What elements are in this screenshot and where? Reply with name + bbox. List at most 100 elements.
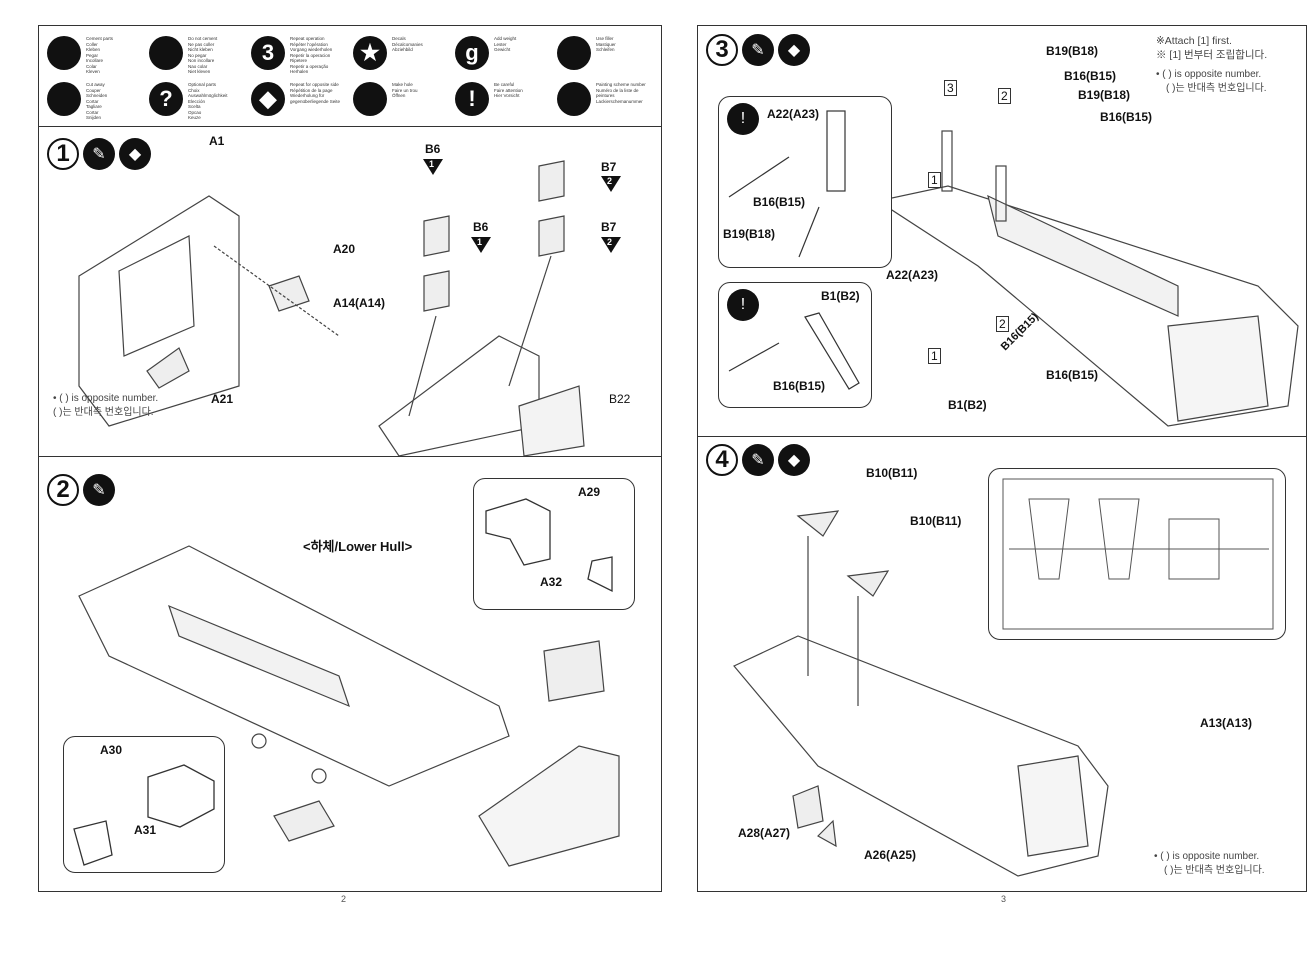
legend-line: Auswahlmöglichkeit [188, 93, 228, 98]
step-2-diagram [78, 545, 620, 867]
legend-line: Repeat for opposite side [290, 82, 339, 87]
legend-line: Öffnen [392, 93, 406, 98]
legend-line: Add weight [494, 36, 517, 41]
step-box: 1 [928, 348, 941, 364]
painting-scheme-icon [557, 82, 591, 116]
part-label: A22(A23) [886, 268, 939, 282]
legend-line: Mastiquer [596, 41, 616, 47]
part-label: A14(A14) [333, 296, 386, 310]
legend-line: Couper [86, 87, 101, 93]
legend-line: Cortar [86, 109, 99, 115]
legend-line: Kleben [86, 47, 101, 52]
legend-line: Schneiden [86, 93, 108, 98]
step-marker: 1 [423, 159, 443, 175]
part-label: A31 [134, 823, 157, 837]
part-label: A32 [540, 575, 563, 589]
be-careful-icon: ! [727, 289, 759, 321]
step-1-header: 1 ✎ ◆ [47, 138, 151, 170]
legend-line: Colar [86, 63, 97, 69]
step-3-header: 3 ✎ ◆ [706, 34, 810, 66]
part-label: B16(B15) [1100, 110, 1153, 124]
legend-line: Tagliare [86, 104, 102, 109]
legend-line: Pegar [86, 52, 99, 58]
part-label: B10(B11) [866, 466, 918, 480]
legend-line: Keuze [188, 115, 201, 120]
part-label: B1(B2) [948, 398, 987, 412]
section-title: <하체/Lower Hull> [303, 539, 413, 554]
legend-line: Lester [494, 41, 507, 47]
legend-line: Abziehbild [392, 47, 413, 52]
legend-line: Nao colar [188, 63, 208, 69]
part-label: B6 [425, 142, 441, 156]
legend-line: Repeat operation [290, 36, 325, 41]
part-label: B6 [473, 220, 489, 234]
legend-line: Do not cement [188, 36, 218, 41]
opposite-number-note: • ( ) is opposite number.( )는 반대측 번호입니다. [1156, 69, 1267, 94]
legend-line: Repetir la operacion [290, 52, 331, 58]
step-marker: 2 [601, 176, 621, 192]
page-number: 2 [341, 894, 347, 904]
step-number: 3 [706, 34, 738, 66]
legend-line: Scelta [188, 104, 201, 109]
legend-line: No pegar [188, 52, 207, 58]
step-box: 2 [998, 88, 1011, 104]
legend-line: Cortar [86, 98, 99, 104]
cement-icon: ✎ [83, 138, 115, 170]
part-label: A20 [333, 242, 356, 256]
step-box: 1 [928, 172, 941, 188]
legend-line: Make hole [392, 82, 413, 87]
legend-line: Numéro de la liste de peintures [596, 87, 639, 99]
step-number: 1 [47, 138, 79, 170]
legend-line: Non incollare [188, 58, 215, 63]
part-label: A22(A23) [767, 107, 820, 121]
part-label: B7 [601, 160, 617, 174]
legend-line: Répéter l'opération [290, 41, 328, 47]
part-label: A28(A27) [738, 826, 791, 840]
legend-line: Hier Vorsicht [494, 93, 520, 98]
step-2-header: 2 ✎ [47, 474, 115, 506]
part-label: B22 [609, 392, 631, 406]
do-not-cement-icon [149, 36, 183, 70]
opposite-number-note: • ( ) is opposite number.( )는 반대측 번호입니다. [1154, 851, 1265, 876]
legend-line: Vorgang wiederholen [290, 47, 333, 52]
legend-line: Cut away [86, 82, 105, 87]
cement-icon: ✎ [83, 474, 115, 506]
step-3-panel: 3 ✎ ◆ ※Attach [1] first.※ [1] 번부터 조립합니다.… [698, 26, 1306, 437]
part-label: A30 [100, 743, 123, 757]
page-number: 3 [1001, 894, 1007, 904]
inset-a30-a31: A30 A31 [63, 736, 225, 873]
part-label: B16(B15) [773, 379, 826, 393]
legend-line: Choix [188, 87, 200, 93]
legend-line: Elección [188, 98, 206, 104]
step-4-panel: 4 ✎ ◆ B10(B11) B10(B11) A13(A13) A28(A27… [698, 436, 1306, 891]
legend-line: Lackierschemanummer [596, 98, 643, 104]
part-label: B16(B15) [1046, 368, 1099, 382]
legend-line: Kleven [86, 69, 100, 74]
step-box: 3 [944, 80, 957, 96]
repeat-operation-icon: 3 [251, 36, 285, 70]
step-box: 2 [996, 316, 1009, 332]
part-label: A21 [211, 392, 234, 406]
legend-line: Schleifen [596, 47, 615, 52]
legend-line: Incollare [86, 58, 104, 63]
repeat-opposite-side-icon: ◆ [778, 34, 810, 66]
legend-line: Use filler [596, 36, 614, 41]
